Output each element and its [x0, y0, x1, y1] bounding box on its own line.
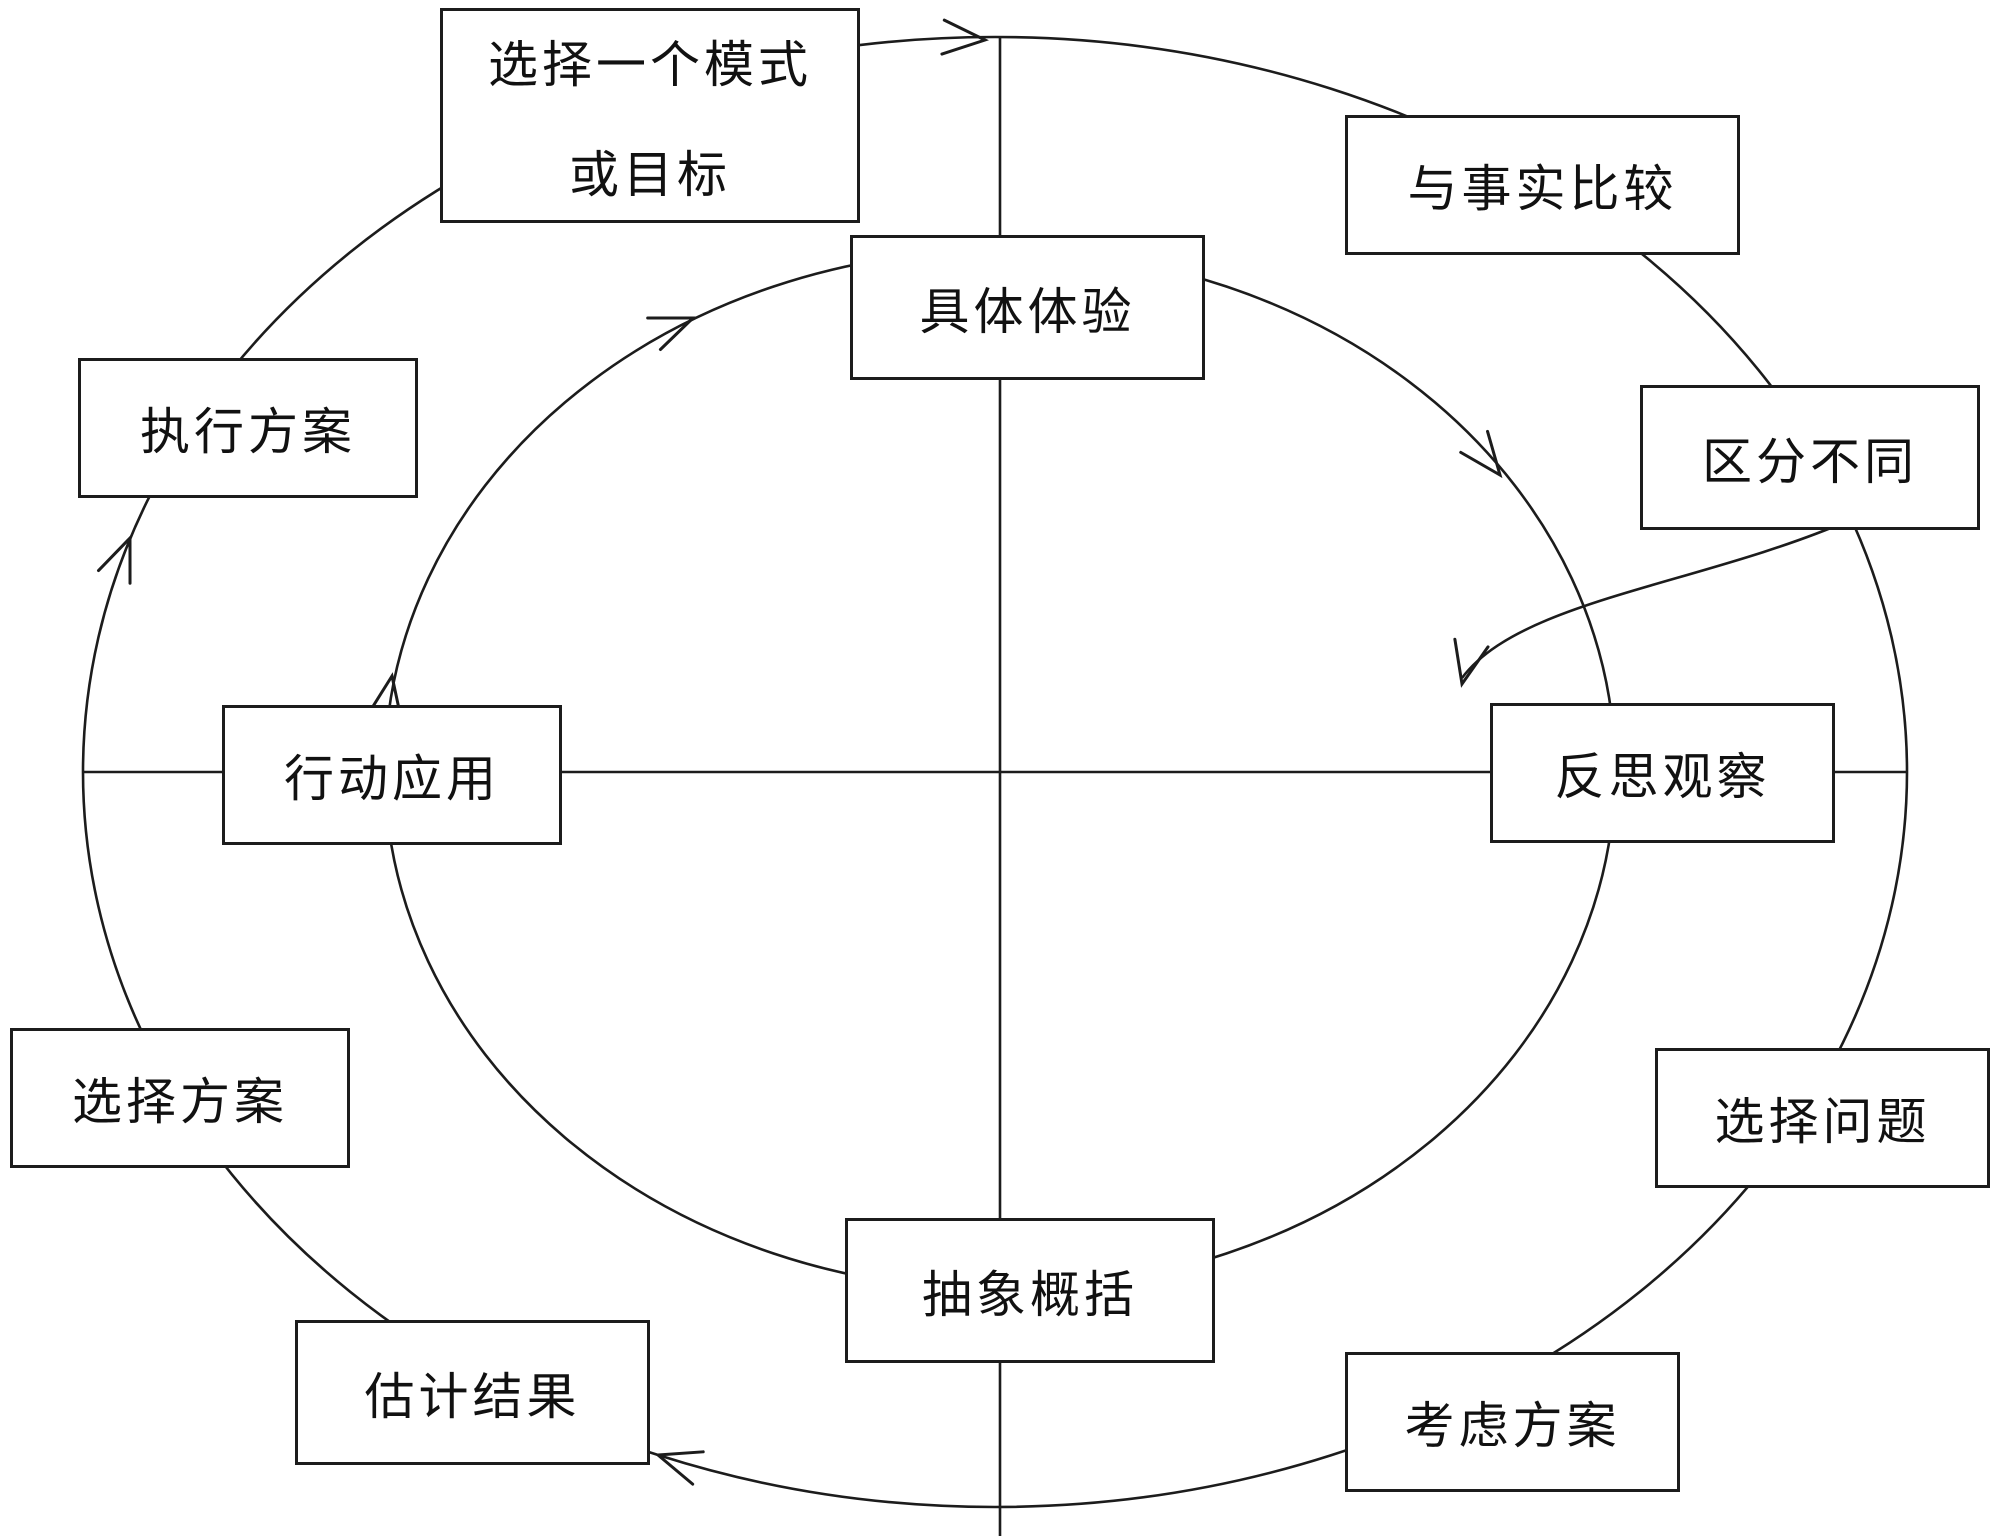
- node-label: 估计结果: [364, 1368, 581, 1425]
- node-label: 选择一个模式: [488, 36, 812, 93]
- node-label: 或目标: [569, 146, 731, 203]
- node-select-model-or-goal: 选择一个模式 或目标: [440, 8, 860, 223]
- node-label: 抽象概括: [922, 1266, 1138, 1323]
- outer-left-arrow-icon: [97, 534, 132, 585]
- inner-arrow-to-reflective-observation-icon: [1459, 429, 1503, 479]
- node-label: 选择方案: [72, 1074, 288, 1130]
- node-label: 与事实比较: [1407, 161, 1678, 217]
- node-execute-plan: 执行方案: [78, 358, 418, 498]
- inner-arrow-to-concrete-experience-icon: [646, 316, 697, 351]
- branch-down-arrow-icon: [1453, 637, 1490, 688]
- node-label: 反思观察: [1554, 749, 1771, 805]
- node-consider-plans: 考虑方案: [1345, 1352, 1680, 1492]
- node-abstract-generalization: 抽象概括: [845, 1218, 1215, 1363]
- node-concrete-experience: 具体体验: [850, 235, 1205, 380]
- branch-arc-to-reflective-observation: [1460, 518, 1851, 679]
- outer-bottom-arrow-icon: [654, 1450, 705, 1486]
- node-label: 执行方案: [140, 404, 356, 460]
- node-estimate-results: 估计结果: [295, 1320, 650, 1465]
- node-label: 区分不同: [1702, 433, 1918, 490]
- node-label: 行动应用: [284, 751, 500, 807]
- node-select-problem: 选择问题: [1655, 1048, 1990, 1188]
- node-label: 选择问题: [1714, 1094, 1931, 1150]
- node-reflective-observation: 反思观察: [1490, 703, 1835, 843]
- outer-top-arrow-icon: [940, 18, 989, 56]
- node-active-application: 行动应用: [222, 705, 562, 845]
- node-label: 具体体验: [919, 283, 1136, 340]
- node-distinguish-differences: 区分不同: [1640, 385, 1980, 530]
- node-label: 考虑方案: [1404, 1398, 1621, 1454]
- node-select-plan: 选择方案: [10, 1028, 350, 1168]
- node-compare-with-facts: 与事实比较: [1345, 115, 1740, 255]
